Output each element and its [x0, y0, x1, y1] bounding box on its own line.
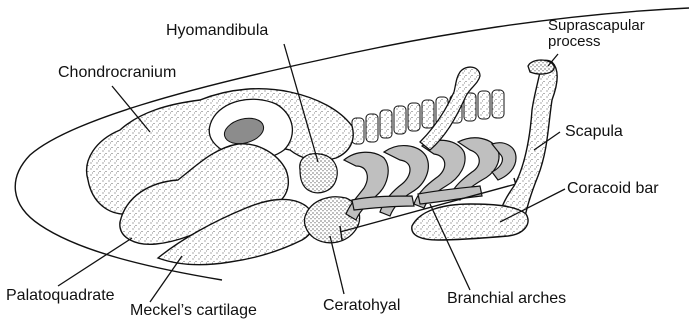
label-meckels-cartilage: Meckel’s cartilage — [130, 302, 257, 319]
label-suprascapular-line2: process — [548, 34, 645, 50]
hyomandibula-shape — [300, 154, 337, 193]
label-coracoid-bar: Coracoid bar — [567, 180, 659, 197]
label-palatoquadrate: Palatoquadrate — [6, 287, 115, 304]
label-hyomandibula: Hyomandibula — [166, 22, 268, 39]
label-ceratohyal: Ceratohyal — [323, 297, 400, 314]
label-suprascapular-process: Suprascapular process — [548, 18, 645, 50]
label-scapula: Scapula — [565, 123, 623, 140]
label-suprascapular-line1: Suprascapular — [548, 18, 645, 34]
suprascapular-process-shape — [528, 60, 554, 74]
label-chondrocranium: Chondrocranium — [58, 64, 176, 81]
label-branchial-arches: Branchial arches — [447, 290, 566, 307]
coracoid-bar-shape — [412, 204, 528, 240]
